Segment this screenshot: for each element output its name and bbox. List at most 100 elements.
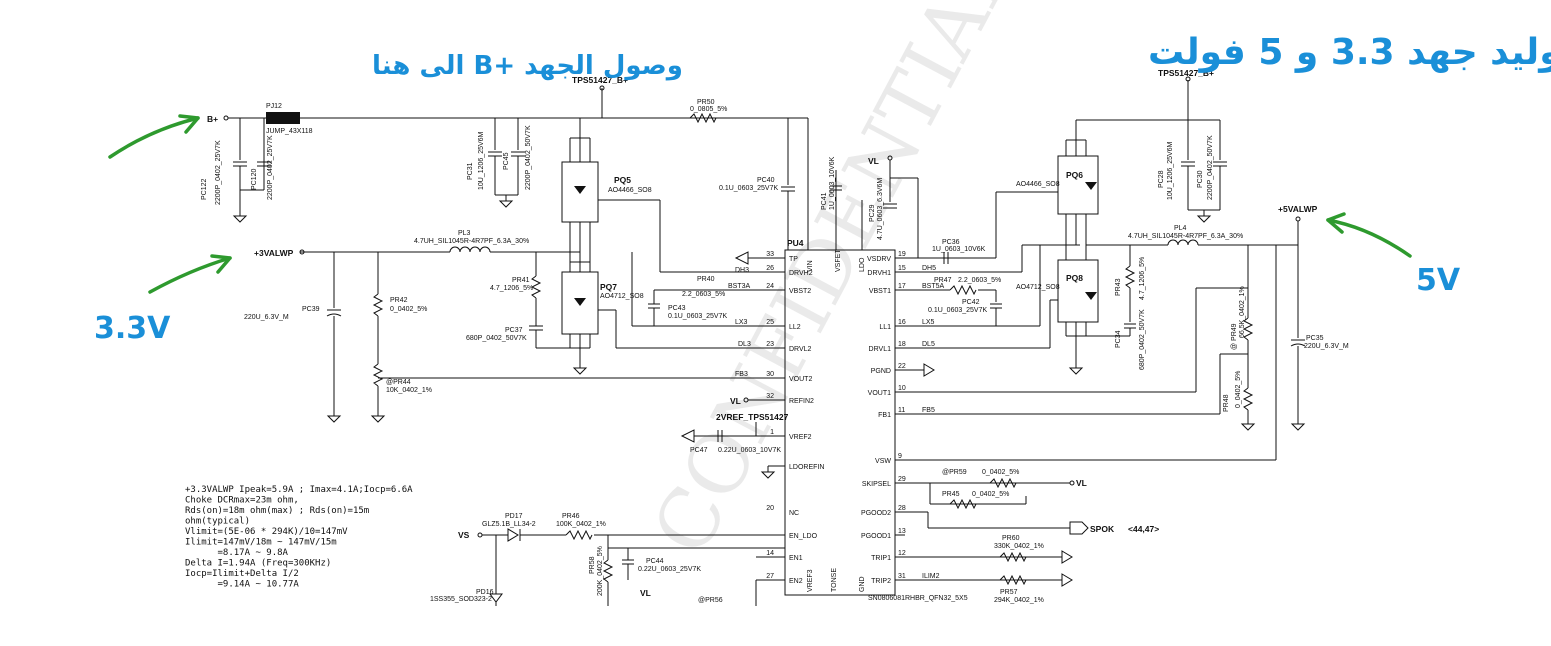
- label-pr45: PR45: [942, 491, 960, 498]
- arrow-v33-head: [210, 254, 232, 274]
- value-pc41: 1U_0603_10V6K: [829, 156, 836, 210]
- value-pc42: 0.1U_0603_25V7K: [928, 307, 987, 314]
- pin-num-right: 12: [898, 550, 906, 557]
- pin-name-left: LL2: [789, 324, 801, 331]
- value-pr60: 330K_0402_1%: [994, 543, 1044, 550]
- label-pr50: PR50: [697, 99, 715, 106]
- sig-dh3: DH3: [735, 267, 749, 274]
- pin-name-left: EN_LDO: [789, 533, 818, 540]
- note-line: ohm(typical): [185, 517, 250, 527]
- pin-num-left: 32: [766, 393, 774, 400]
- net-tps-b-right: TPS51427_B+: [1158, 68, 1214, 78]
- pin-name-right: PGOOD2: [861, 510, 891, 517]
- note-line: Ilimit=147mV/18m ~ 147mV/15m: [185, 538, 337, 548]
- pin-num-left: 23: [766, 341, 774, 348]
- value-pc120: 2200P_0402_25V7K: [267, 135, 274, 200]
- note-line: Delta I=1.94A (Freq=300KHz): [185, 559, 331, 569]
- value-pr50: 0_0805_5%: [690, 106, 727, 113]
- note-line: +3.3VALWP Ipeak=5.9A ; Imax=4.1A;Iocp=6.…: [185, 485, 413, 495]
- label-pr41: PR41: [512, 277, 530, 284]
- value-pr46: 100K_0402_1%: [556, 521, 606, 528]
- label-pr57: PR57: [1000, 589, 1018, 596]
- arrow-bplus-head: [178, 114, 200, 134]
- pin-name-right: FB1: [878, 412, 891, 419]
- label-pr49: @ PR49: [1231, 323, 1238, 350]
- label-pj12: PJ12: [266, 103, 282, 110]
- pin-bottom-tonse: TONSE: [831, 568, 838, 592]
- pin-name-left: EN1: [789, 555, 803, 562]
- label-pq6: PQ6: [1066, 170, 1083, 180]
- pin-num-right: 28: [898, 505, 906, 512]
- value-pc30: 2200P_0402_50V7K: [1207, 135, 1214, 200]
- label-pr47: PR47: [934, 277, 952, 284]
- net-vs: VS: [458, 530, 470, 540]
- label-pc120: PC120: [251, 168, 258, 190]
- pin-name-left: LDOREFIN: [789, 464, 824, 471]
- label-pc42: PC42: [962, 299, 980, 306]
- pin-num-right: 11: [898, 407, 905, 414]
- sig-fb3: FB3: [735, 371, 748, 378]
- value-pr59: 0_0402_5%: [982, 469, 1019, 476]
- net-vl: VL: [868, 156, 879, 166]
- pin-num-right: 15: [898, 265, 906, 272]
- pin-name-left: EN2: [789, 578, 803, 585]
- pin-name-right: DRVH1: [867, 270, 891, 277]
- arrow-v33: [148, 256, 232, 294]
- pin-name-right: VSW: [875, 458, 891, 465]
- pin-num-left: 14: [766, 550, 774, 557]
- pin-num-right: 13: [898, 528, 906, 535]
- value-pu4: SN0806081RHBR_QFN32_5X5: [868, 595, 968, 602]
- value-pr44: 10K_0402_1%: [386, 387, 432, 394]
- net-spok-ref: <44,47>: [1128, 524, 1159, 534]
- net-v5: +5VALWP: [1278, 204, 1318, 214]
- label-pu4: PU4: [787, 238, 804, 248]
- value-pj12: JUMP_43X118: [266, 128, 313, 135]
- value-pc43: 0.1U_0603_25V7K: [668, 313, 727, 320]
- sig-dl5: DL5: [922, 341, 935, 348]
- v33-note: 3.3V: [94, 311, 171, 346]
- sig-ilim2: ILIM2: [922, 573, 940, 580]
- label-pl3: PL3: [458, 230, 471, 237]
- pin-name-right: VBST1: [869, 288, 891, 295]
- value-pl3: 4.7UH_SIL1045R-4R7PF_6.3A_30%: [414, 238, 529, 245]
- sig-fb5: FB5: [922, 407, 935, 414]
- pin-name-right: TRIP2: [871, 578, 891, 585]
- value-pr57: 294K_0402_1%: [994, 597, 1044, 604]
- note-line: =8.17A ~ 9.8A: [185, 548, 289, 558]
- net-vl4: VL: [640, 588, 651, 598]
- note-line: Iocp=Ilimit+Delta I/2: [185, 569, 299, 579]
- pin-name-right: VOUT1: [868, 390, 891, 397]
- jumper-pj12: [266, 112, 300, 124]
- pin-num-right: 22: [898, 363, 906, 370]
- label-pr44: @PR44: [386, 379, 411, 386]
- pin-num-left: 27: [766, 573, 774, 580]
- pin-name-right: LL1: [879, 324, 891, 331]
- value-pr47: 2.2_0603_5%: [958, 277, 1001, 284]
- value-pc36: 1U_0603_10V6K: [932, 246, 986, 253]
- value-pq6: AO4466_SO8: [1016, 181, 1060, 188]
- label-pc31: PC31: [467, 162, 474, 180]
- arrow-v5: [1326, 218, 1412, 258]
- design-notes: +3.3VALWP Ipeak=5.9A ; Imax=4.1A;Iocp=6.…: [185, 485, 413, 590]
- value-pc44: 0.22U_0603_25V7K: [638, 566, 701, 573]
- pin-num-right: 19: [898, 251, 906, 258]
- value-pc29: 4.7U_0603_6.3V6M: [877, 178, 884, 240]
- pin-num-right: 16: [898, 319, 906, 326]
- pin-name-left: NC: [789, 510, 799, 517]
- sig-bst5a: BST5A: [922, 283, 945, 290]
- value-pc28: 10U_1206_25V6M: [1167, 141, 1174, 200]
- note-line: Vlimit=(5E-06 * 294K)/10=147mV: [185, 527, 348, 537]
- value-pd17: GLZ5.1B_LL34-2: [482, 521, 536, 528]
- value-pc31: 10U_1206_25V6M: [478, 131, 485, 190]
- value-pc35: 220U_6.3V_M: [1304, 343, 1349, 350]
- pin-num-right: 10: [898, 385, 906, 392]
- watermark: CONFIDENTIAL: [635, 0, 1033, 569]
- v5-note: 5V: [1416, 263, 1461, 298]
- label-pc41: PC41: [821, 192, 828, 210]
- label-pc39: PC39: [302, 306, 320, 313]
- pin-num-right: 31: [898, 573, 906, 580]
- value-pr41: 4.7_1206_5%: [490, 285, 533, 292]
- pin-name-right: DRVL1: [869, 346, 892, 353]
- label-pc40: PC40: [757, 177, 775, 184]
